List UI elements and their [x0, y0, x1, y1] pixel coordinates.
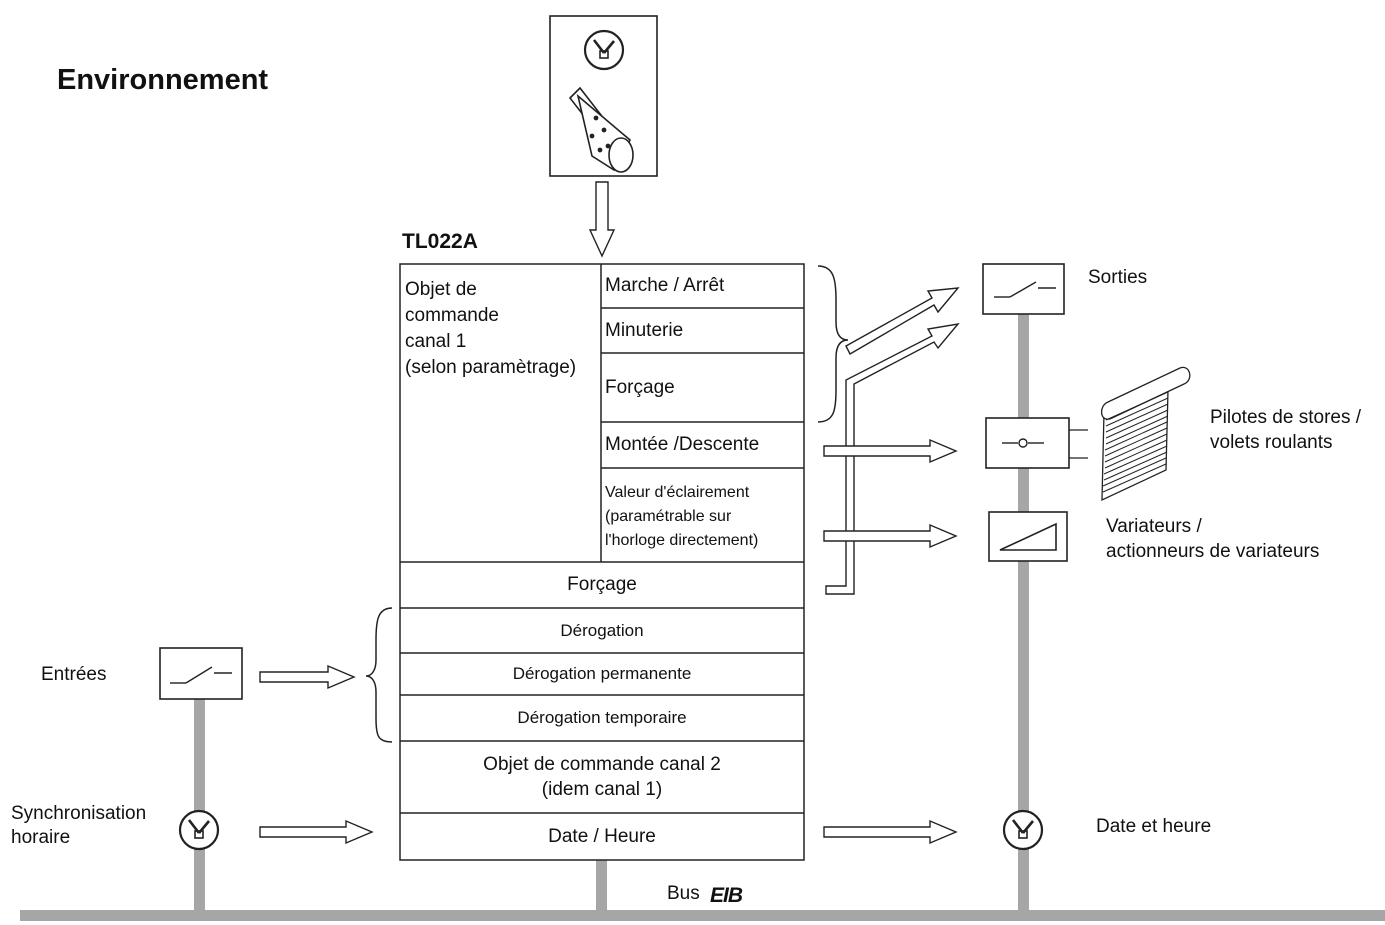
clock-icon [583, 29, 625, 71]
blind-icon [1101, 366, 1191, 502]
input-arrow-down [588, 181, 616, 258]
svg-text:EIB: EIB [710, 884, 743, 907]
main-block [399, 263, 805, 861]
arrow-entrees-in [259, 664, 356, 690]
arrow-sync-in [259, 819, 374, 845]
arrow-to-variateurs [823, 523, 958, 549]
cell-valeur-eclairement: Valeur d'éclairement (paramétrable sur l… [605, 484, 759, 549]
cell-marche-arret: Marche / Arrêt [605, 275, 725, 297]
arrow-to-sorties [825, 287, 960, 595]
label-date-heure: Date et heure [1096, 816, 1212, 837]
blind-actuator-box [985, 417, 1088, 469]
arrow-to-pilotes [823, 438, 958, 464]
label-synchronisation: Synchronisation horaire [11, 803, 147, 848]
row-canal2: Objet de commande canal 2 (idem canal 1) [483, 754, 721, 800]
bus-lines [20, 314, 1385, 921]
cell-forcage-canal1: Forçage [605, 376, 675, 398]
row-date-heure: Date / Heure [548, 825, 656, 847]
label-sorties: Sorties [1088, 267, 1148, 288]
row-derogation-temporaire: Dérogation temporaire [517, 708, 687, 728]
label-variateurs: Variateurs / actionneurs de variateurs [1106, 516, 1320, 562]
cell-minuterie: Minuterie [605, 319, 684, 341]
dimmer-icon [988, 511, 1068, 562]
arrow-date-heure-out [823, 819, 958, 845]
label-entrees: Entrées [41, 664, 107, 685]
device-name: TL022A [402, 230, 478, 253]
brace-left [365, 607, 393, 743]
brace-right [817, 265, 849, 423]
row-derogation-permanente: Dérogation permanente [512, 664, 692, 684]
bus-label: Bus [667, 883, 700, 904]
cell-montee-descente: Montée /Descente [605, 434, 760, 456]
eib-logo: EIB [710, 884, 744, 907]
row-forcage: Forçage [567, 574, 637, 596]
label-pilotes: Pilotes de stores / volets roulants [1210, 407, 1362, 453]
timer-drum-icon [568, 86, 634, 173]
switch-icon [982, 263, 1065, 315]
canal1-label: Objet de commande canal 1 (selon paramèt… [405, 279, 577, 378]
clock-icon [178, 809, 220, 851]
clock-icon [1002, 809, 1044, 851]
switch-icon [159, 647, 243, 700]
page-title: Environnement [57, 64, 269, 96]
row-derogation: Dérogation [560, 620, 644, 640]
